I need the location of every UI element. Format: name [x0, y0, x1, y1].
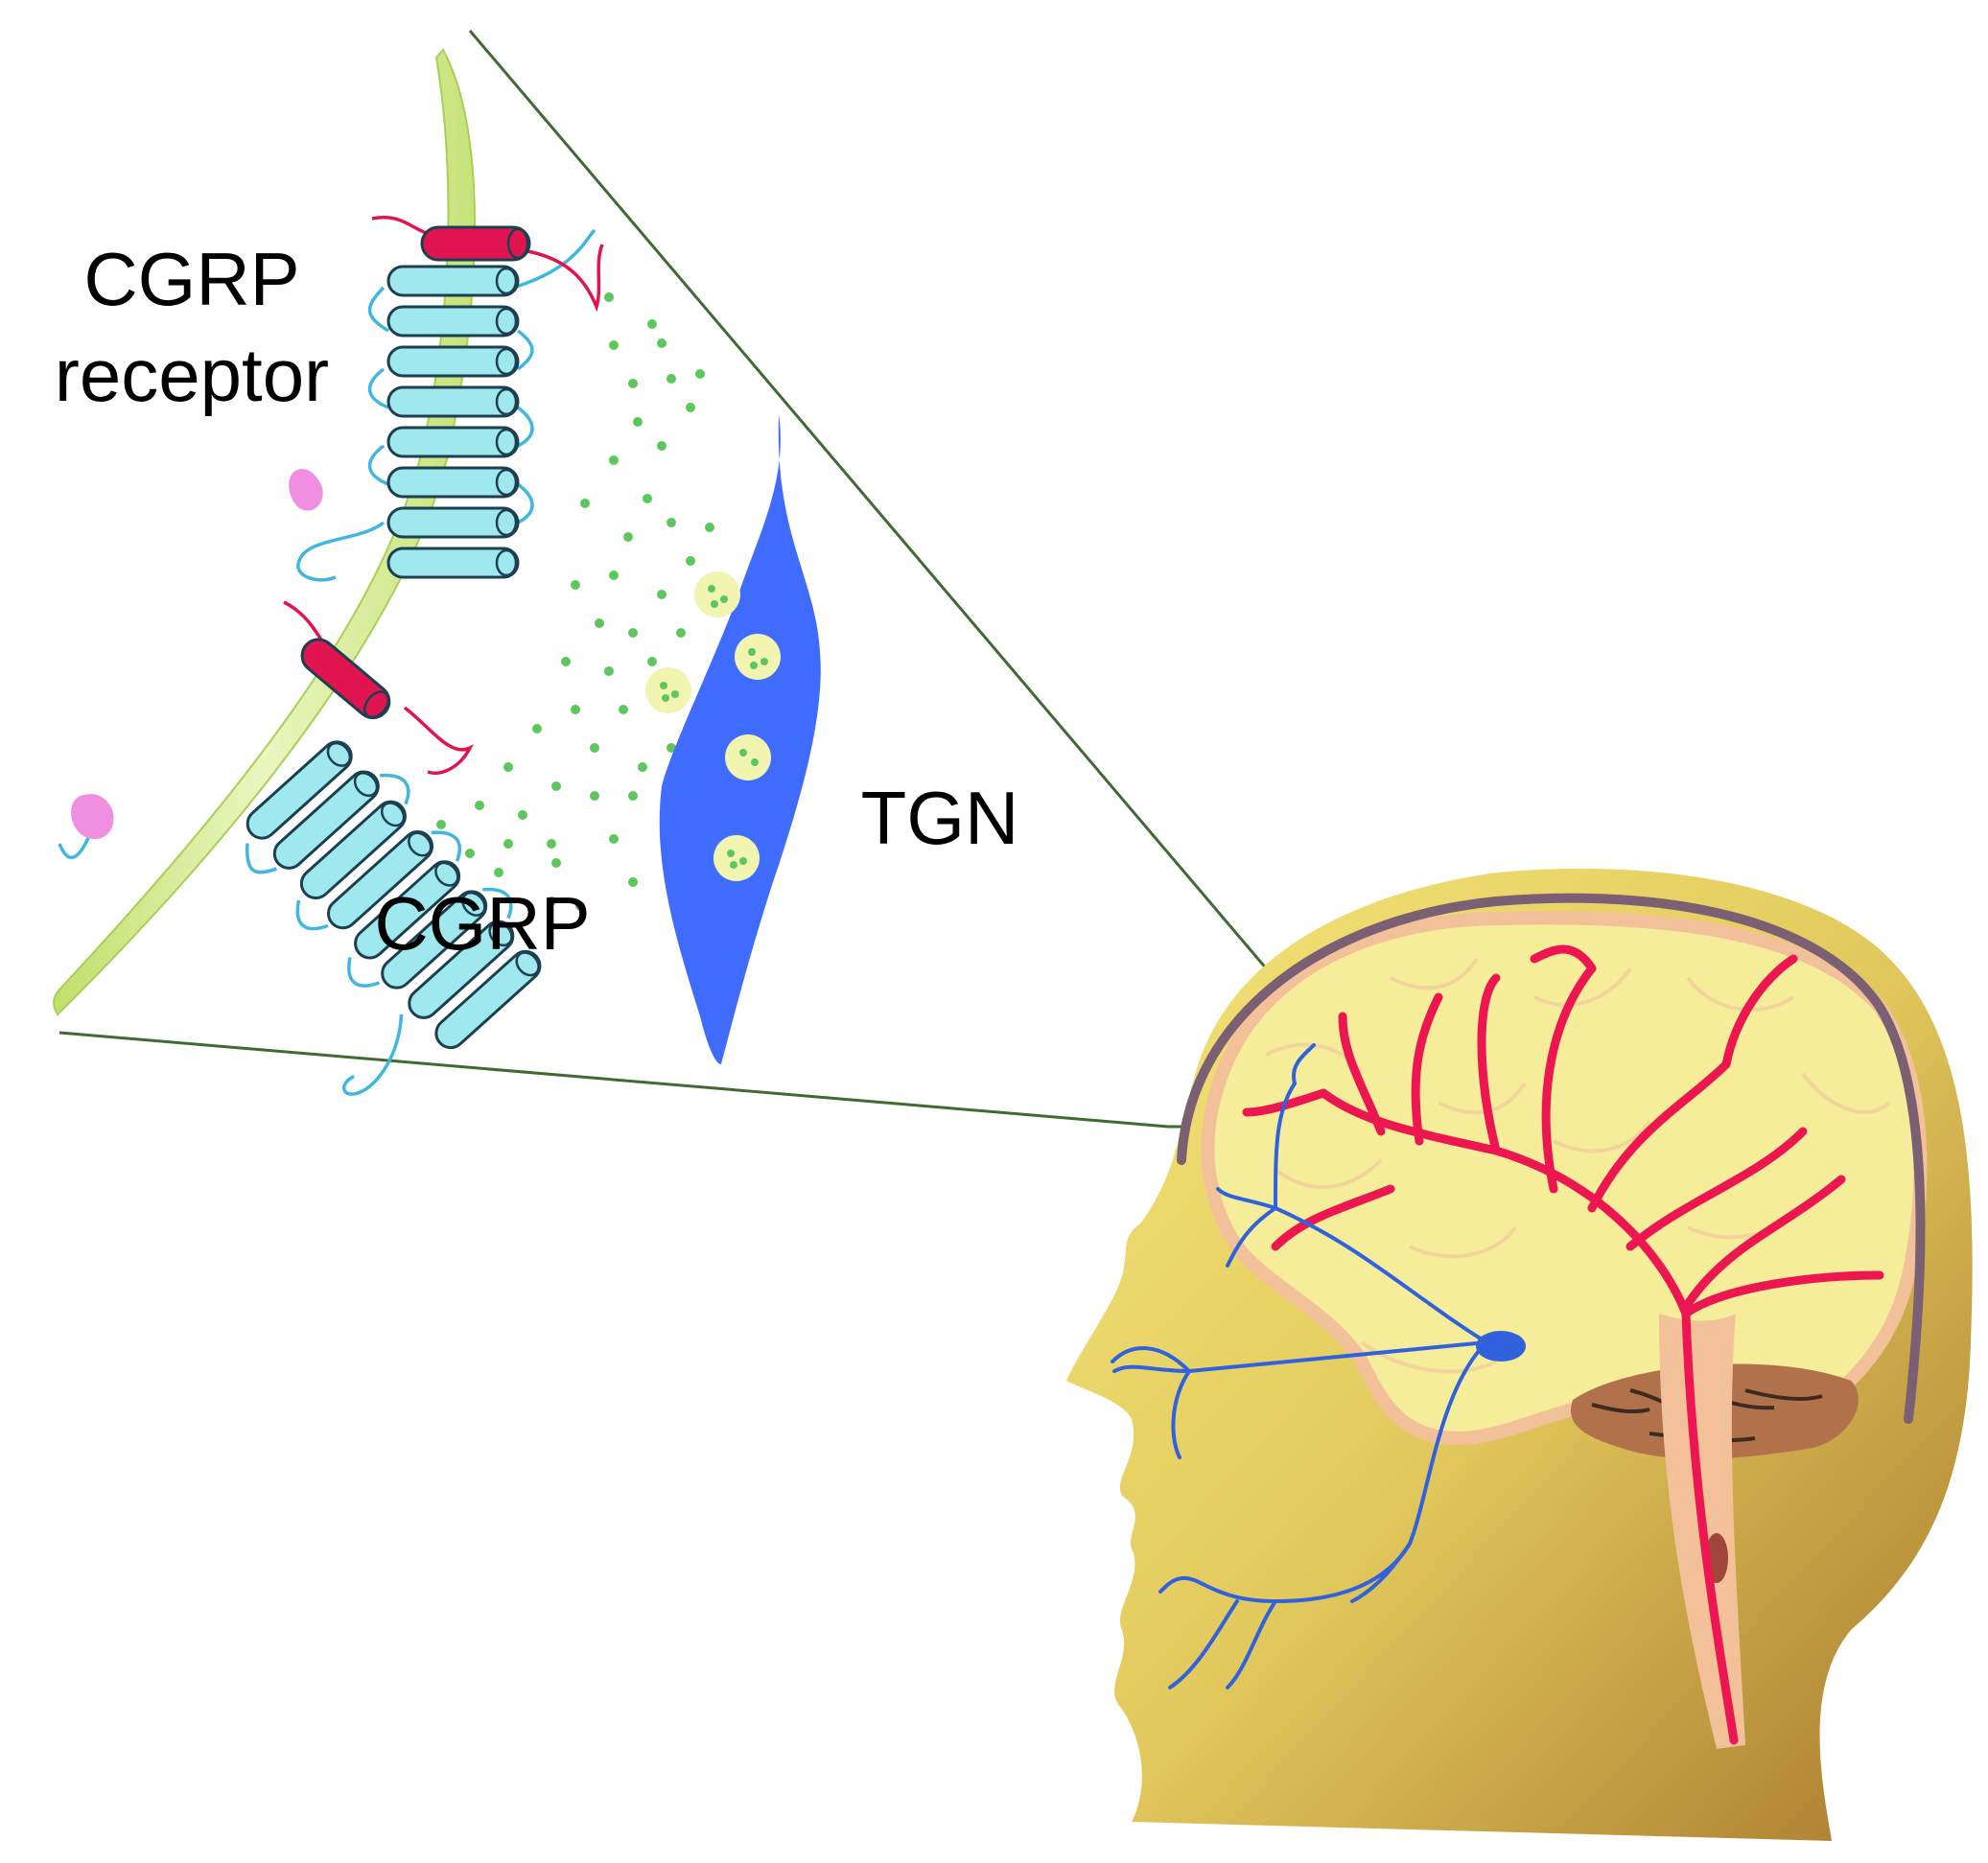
skull-outline [1177, 893, 1926, 1424]
cgrp-peptides [436, 292, 714, 911]
ramp1-lower [283, 600, 474, 775]
trigeminal-nerve [1111, 1043, 1488, 1689]
glycosylation [289, 468, 323, 511]
cgrp-receptor-label-line2: receptor [55, 333, 329, 417]
tgn-label: TGN [861, 776, 1019, 860]
cgrp-receptor-lower [246, 740, 542, 1096]
cgrp-receptor-label-line1: CGRP [83, 237, 299, 321]
brain-gyri [1265, 957, 1891, 1374]
ramp1-helix [420, 225, 531, 262]
receptor-loops [296, 228, 596, 582]
receptor-loop-tail [58, 837, 90, 859]
glycosylation [71, 794, 114, 840]
cgrp-receptor-upper [289, 216, 604, 582]
trigeminal-ganglion [1476, 1331, 1526, 1362]
receptor-loops [246, 773, 513, 1096]
cerebral-arteries [1242, 944, 1884, 1745]
synaptic-vesicles [645, 571, 781, 881]
cgrp-label: CGRP [374, 881, 590, 966]
